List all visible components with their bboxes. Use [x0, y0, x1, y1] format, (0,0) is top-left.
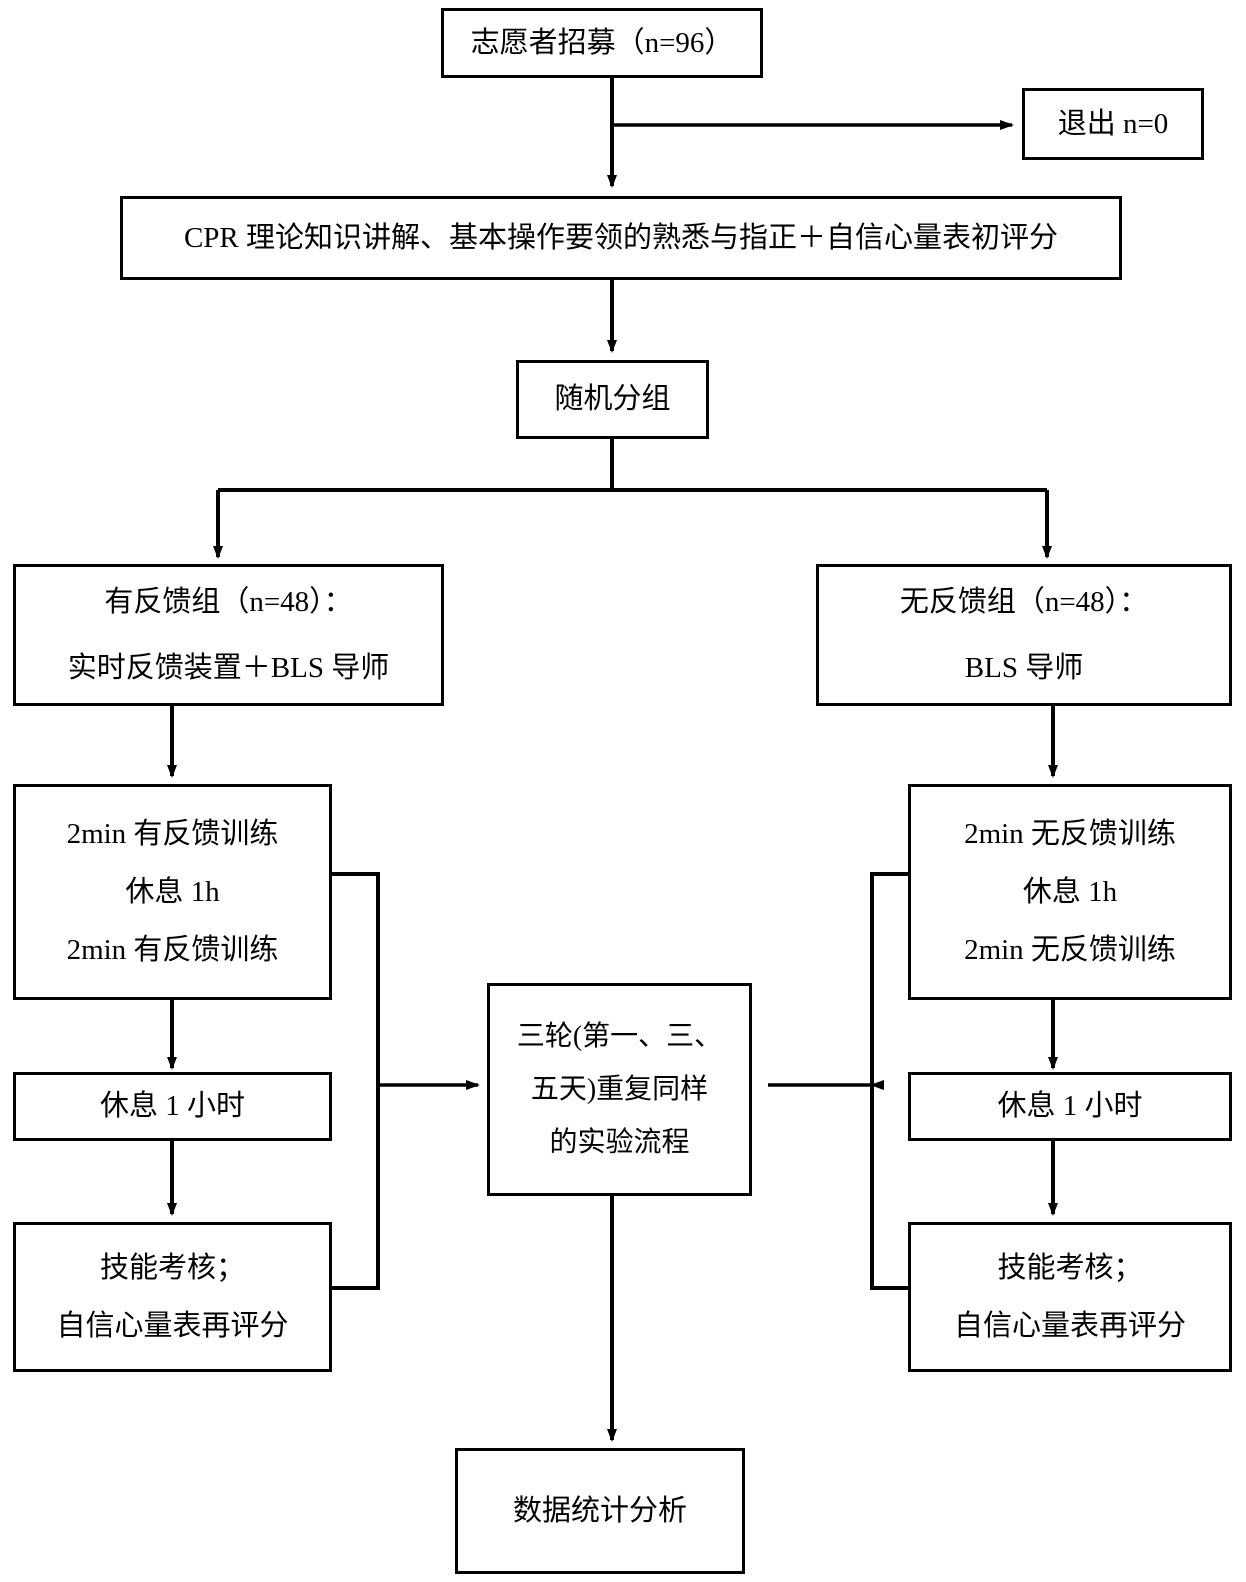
node-training-nofeedback-line2: 休息 1h [1022, 875, 1118, 908]
node-repeat-line2: 五天)重复同样 [530, 1074, 709, 1105]
node-theory-label: CPR 理论知识讲解、基本操作要领的熟悉与指正＋自信心量表初评分 [183, 221, 1059, 254]
node-assess-right-line1: 技能考核； [997, 1251, 1143, 1284]
node-group-nofeedback[interactable]: 无反馈组（n=48）： BLS 导师 [816, 564, 1232, 706]
node-assess-right[interactable]: 技能考核； 自信心量表再评分 [908, 1222, 1232, 1372]
node-rest-left-label: 休息 1 小时 [99, 1090, 245, 1123]
node-randomize[interactable]: 随机分组 [516, 360, 709, 439]
node-analysis-label: 数据统计分析 [512, 1494, 687, 1527]
node-repeat[interactable]: 三轮(第一、三、 五天)重复同样 的实验流程 [487, 983, 752, 1196]
node-dropout[interactable]: 退出 n=0 [1022, 88, 1204, 160]
node-rest-right[interactable]: 休息 1 小时 [908, 1072, 1232, 1141]
node-assess-left-line2: 自信心量表再评分 [56, 1310, 289, 1342]
node-group-nofeedback-line2: BLS 导师 [964, 652, 1084, 684]
node-assess-right-line2: 自信心量表再评分 [953, 1310, 1186, 1342]
node-training-feedback-line1: 2min 有反馈训练 [66, 817, 279, 850]
node-recruit-label: 志愿者招募（n=96） [470, 26, 734, 59]
node-rest-right-label: 休息 1 小时 [997, 1090, 1143, 1123]
node-analysis[interactable]: 数据统计分析 [455, 1448, 745, 1574]
node-repeat-line1: 三轮(第一、三、 [516, 1021, 723, 1052]
node-training-feedback-line3: 2min 有反馈训练 [66, 934, 279, 967]
node-group-nofeedback-line1: 无反馈组（n=48）： [899, 585, 1149, 618]
node-dropout-label: 退出 n=0 [1057, 107, 1169, 140]
node-repeat-line3: 的实验流程 [549, 1127, 690, 1158]
node-training-feedback[interactable]: 2min 有反馈训练 休息 1h 2min 有反馈训练 [13, 784, 332, 1000]
node-theory[interactable]: CPR 理论知识讲解、基本操作要领的熟悉与指正＋自信心量表初评分 [120, 196, 1122, 280]
node-randomize-label: 随机分组 [554, 383, 671, 416]
edge-left-bracket [332, 872, 380, 1290]
node-training-nofeedback-line3: 2min 无反馈训练 [964, 934, 1176, 967]
node-group-feedback-line2: 实时反馈装置＋BLS 导师 [67, 652, 390, 684]
node-recruit[interactable]: 志愿者招募（n=96） [441, 8, 763, 78]
edge-right-bracket [870, 872, 908, 1290]
node-group-feedback[interactable]: 有反馈组（n=48）： 实时反馈装置＋BLS 导师 [13, 564, 444, 706]
node-assess-left-line1: 技能考核； [99, 1251, 245, 1284]
node-rest-left[interactable]: 休息 1 小时 [13, 1072, 332, 1141]
node-training-nofeedback[interactable]: 2min 无反馈训练 休息 1h 2min 无反馈训练 [908, 784, 1232, 1000]
node-assess-left[interactable]: 技能考核； 自信心量表再评分 [13, 1222, 332, 1372]
node-training-feedback-line2: 休息 1h [125, 875, 220, 908]
node-training-nofeedback-line1: 2min 无反馈训练 [964, 817, 1176, 850]
node-group-feedback-line1: 有反馈组（n=48）： [104, 585, 353, 618]
